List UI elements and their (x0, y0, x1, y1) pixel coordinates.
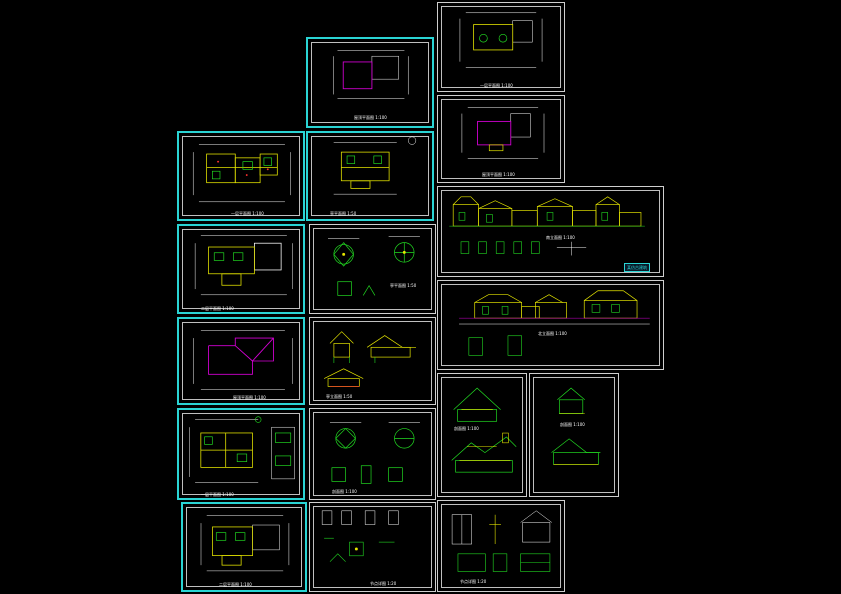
sheet-frame (441, 190, 660, 273)
sheet-title: 亭立面图 1:50 (326, 394, 353, 399)
drawing-sheet-south-elevation[interactable]: 南立面图 1:100 某仿古建筑 (437, 186, 664, 277)
drawing-sheet-roof-plan-a[interactable]: 屋顶平面图 1:100 (177, 317, 305, 405)
floor-plan-drawing (333, 136, 417, 195)
drawing-sheet-section-b[interactable]: 剖面图 1:100 (529, 373, 619, 497)
sheet-title: 剖面图 1:100 (560, 422, 585, 427)
drawing-sheet-pavilion-plan-b[interactable]: 剖面图 1:100 (309, 408, 436, 500)
node-detail-drawing (451, 510, 553, 572)
sheet-title: 一层平面图 1:100 (201, 492, 234, 497)
roof-plan-drawing (193, 330, 293, 390)
elevation-drawing (459, 290, 650, 356)
sheet-title: 剖面图 1:100 (332, 489, 357, 494)
drawing-sheet-second-floor-plan-b[interactable]: 二层平面图 1:100 (181, 502, 307, 592)
sheet-frame (441, 99, 561, 179)
drawing-sheet-roof-plan-small[interactable]: 屋顶平面图 1:100 (306, 37, 434, 128)
sheet-title: 节点详图 1:20 (460, 579, 487, 584)
drawing-sheet-section-a[interactable]: 剖面图 1:100 (437, 373, 527, 497)
sheet-frame (182, 229, 300, 309)
sheet-frame (313, 412, 432, 496)
sheet-title: 南立面图 1:100 (546, 235, 575, 240)
sheet-title: 屋顶平面图 1:100 (233, 395, 266, 400)
title-block-project: 某仿古建筑 (627, 265, 647, 270)
drawing-sheet-node-detail-b[interactable]: 节点详图 1:20 (437, 500, 565, 592)
sheet-title: 亭平面图 1:50 (390, 283, 417, 288)
drawing-sheet-south-plan-small[interactable]: 亭平面图 1:50 (306, 131, 434, 221)
pavilion-detail-drawing (328, 236, 420, 296)
sheet-frame (533, 377, 615, 493)
roof-plan-drawing (333, 50, 409, 99)
roof-plan-drawing (461, 107, 545, 159)
sheet-frame (441, 6, 561, 88)
elevation-drawing (449, 196, 645, 256)
pavilion-elevation-drawing (323, 331, 416, 387)
section-drawing (451, 387, 517, 473)
sheet-title: 屋顶平面图 1:100 (482, 172, 515, 177)
sheet-frame (441, 284, 660, 366)
sheet-frame (441, 377, 523, 493)
floor-plan-drawing (200, 515, 290, 572)
sheet-title: 一层平面图 1:100 (480, 83, 513, 88)
drawing-sheet-pavilion-elevation[interactable]: 亭立面图 1:50 (309, 317, 436, 405)
sheet-title: 屋顶平面图 1:100 (354, 115, 387, 120)
floor-plan-drawing (189, 416, 295, 483)
sheet-frame (182, 136, 300, 216)
sheet-frame (313, 321, 432, 401)
title-block: 某仿古建筑 (624, 263, 650, 272)
sheet-frame (313, 506, 432, 588)
sheet-frame (186, 507, 302, 587)
sheet-frame (182, 413, 300, 495)
node-detail-drawing (321, 510, 399, 562)
pavilion-detail-drawing (329, 422, 420, 484)
drawing-sheet-first-floor-plan-a[interactable]: 一层平面图 1:100 (177, 131, 305, 221)
sheet-frame (313, 228, 432, 310)
drawing-sheet-node-detail-a[interactable]: 节点详图 1:20 (309, 502, 436, 592)
drawing-sheet-roof-plan-b[interactable]: 屋顶平面图 1:100 (437, 95, 565, 183)
drawing-sheet-first-floor-plan-b[interactable]: 一层平面图 1:100 (177, 408, 305, 500)
sheet-title: 北立面图 1:100 (538, 331, 567, 336)
sheet-title: 二层平面图 1:100 (201, 306, 234, 311)
drawing-sheet-first-floor-plan-c[interactable]: 一层平面图 1:100 (437, 2, 565, 92)
sheet-title: 二层平面图 1:100 (219, 582, 252, 587)
sheet-frame (311, 42, 429, 123)
sheet-frame (441, 504, 561, 588)
sheet-frame (311, 136, 429, 216)
floor-plan-drawing (192, 144, 291, 203)
sheet-title: 亭平面图 1:50 (330, 211, 357, 216)
sheet-title: 一层平面图 1:100 (231, 211, 264, 216)
drawing-sheet-second-floor-plan-a[interactable]: 二层平面图 1:100 (177, 224, 305, 314)
drawing-sheet-north-elevation[interactable]: 北立面图 1:100 (437, 280, 664, 370)
floor-plan-drawing (459, 12, 543, 68)
sheet-title: 剖面图 1:100 (454, 426, 479, 431)
sheet-frame (182, 322, 300, 400)
sheet-title: 节点详图 1:20 (370, 581, 397, 586)
section-drawing (551, 387, 601, 465)
floor-plan-drawing (194, 235, 293, 296)
drawing-sheet-pavilion-plan-a[interactable]: 亭平面图 1:50 (309, 224, 436, 314)
